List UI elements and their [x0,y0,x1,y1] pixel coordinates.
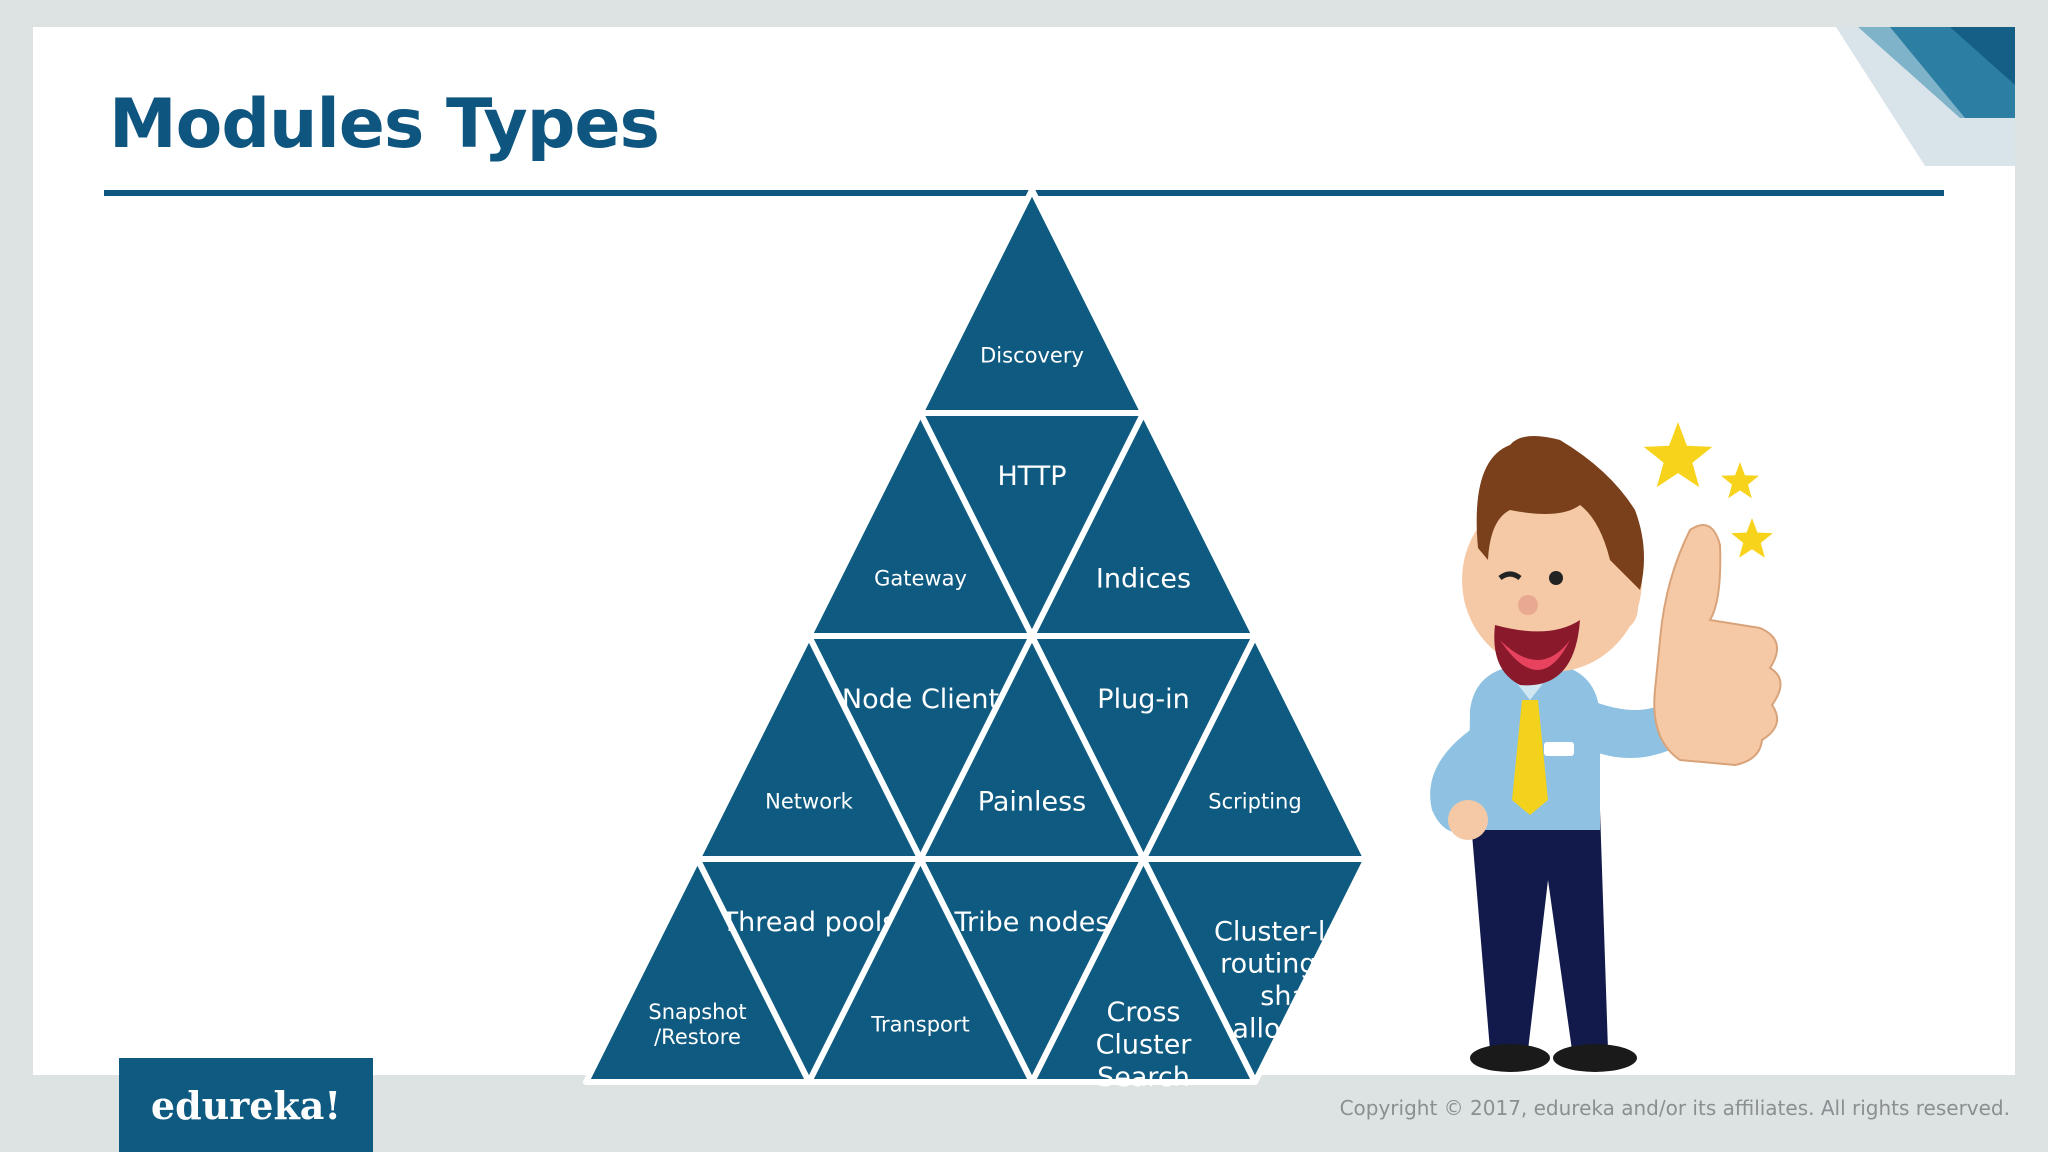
pyramid-label: Plug-in [1097,684,1189,715]
pyramid-tile [1140,856,1370,1085]
slide-title: Modules Types [109,85,660,164]
edureka-logo: edureka! [119,1058,373,1152]
pyramid-label: Thread pools [721,907,897,938]
pyramid-label: Node Client [842,684,999,715]
pyramid-label: Network [765,789,854,813]
pyramid-label: HTTP [997,461,1066,492]
pyramid-label: Transport [870,1012,970,1036]
pyramid-label: Indices [1096,563,1191,594]
pyramid-label: Snapshot/Restore [648,1000,746,1049]
copyright-notice: Copyright © 2017, edureka and/or its aff… [1339,1096,2010,1120]
pyramid-label: Scripting [1208,789,1301,813]
title-underline [104,190,1944,196]
pyramid-label: Gateway [874,566,967,590]
pyramid-label: Painless [978,786,1086,817]
pyramid-label: Discovery [980,343,1084,367]
star-icon [1643,422,1773,558]
pyramid-label: Tribe nodes [954,907,1110,938]
